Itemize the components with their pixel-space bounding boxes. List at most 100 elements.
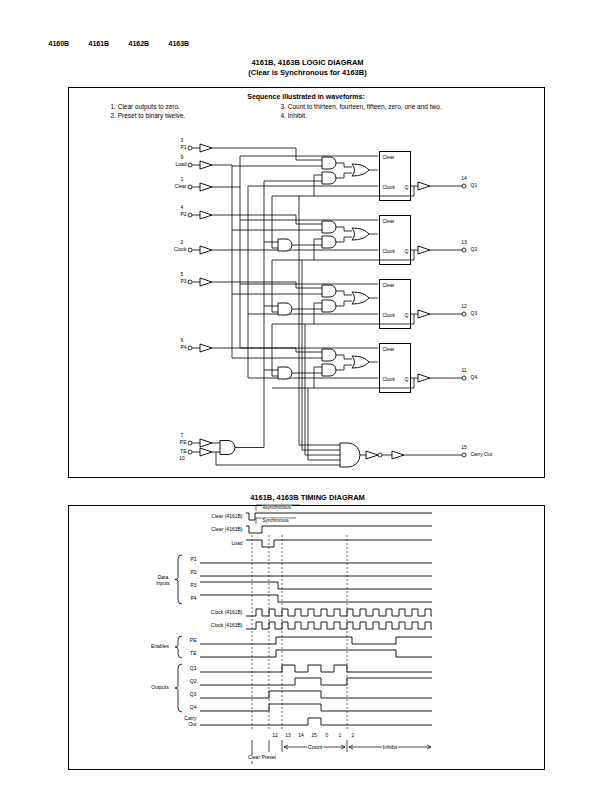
pin-label: Clear	[174, 184, 187, 190]
timing-label: Synchronous	[262, 519, 289, 524]
pin-circle	[188, 280, 192, 284]
pin-label: Q3	[470, 311, 478, 317]
pin-label: 13	[461, 240, 468, 246]
flip-flop-pin: Clock	[382, 377, 396, 383]
part-number: 4162B	[128, 40, 150, 48]
diagram-frame: 4161B, 4163B TIMING DIAGRAM	[68, 505, 545, 770]
diagram-title: 4161B, 4163B TIMING DIAGRAM	[250, 494, 366, 502]
time-marker	[347, 535, 348, 730]
brace	[175, 636, 182, 658]
time-marker	[269, 535, 270, 730]
pin-circle	[188, 346, 192, 350]
flip-flop-box: ClearClock Q	[379, 151, 411, 201]
timing-label: P1	[190, 557, 197, 563]
pin-label: 10	[179, 456, 186, 462]
flip-flop-pin: Clock	[382, 313, 396, 319]
part-number: 4161B	[88, 40, 110, 48]
brace	[175, 664, 182, 712]
timing-label: Q4	[189, 705, 197, 711]
flip-flop-pin: Clock	[382, 249, 396, 255]
timing-label: TE	[190, 651, 197, 657]
pin-circle	[462, 376, 466, 380]
waveform	[200, 595, 432, 602]
time-marker	[252, 535, 253, 730]
pin-label: 5	[180, 272, 184, 278]
timing-label: P4	[190, 596, 197, 602]
pin-circle	[462, 453, 466, 457]
flip-flop-pin: Q	[404, 185, 409, 191]
timing-label: Enables	[150, 644, 169, 650]
pin-circle	[188, 146, 192, 150]
timing-label: P2	[190, 570, 197, 576]
pin-label: 15	[461, 445, 468, 451]
pin-label: PE	[179, 440, 187, 446]
timing-label: Load	[231, 541, 243, 547]
waveform	[200, 678, 432, 685]
waveform	[200, 718, 432, 725]
pin-label: 4	[180, 205, 184, 211]
pin-circle	[188, 213, 192, 217]
pin-circle	[378, 453, 382, 457]
pin-label: 1	[180, 177, 184, 183]
timing-label: PE	[189, 638, 197, 644]
timing-label: 2	[351, 733, 355, 739]
pin-label: 11	[461, 368, 467, 374]
timing-label: 12	[272, 733, 279, 739]
sequence-note: 3. Count to thirteen, fourteen, fifteen,…	[280, 103, 442, 110]
timing-label: P3	[190, 583, 197, 589]
time-marker	[282, 535, 283, 730]
timing-label: Clock (4163B)	[210, 623, 243, 629]
diagram-title: (Clear is Synchronous for 4163B)	[248, 69, 367, 77]
flip-flop-pin: Clear	[382, 283, 395, 289]
waveform	[200, 691, 432, 698]
timing-label: 13	[285, 733, 292, 739]
timing-label: Carry Out	[178, 716, 197, 727]
waveform	[200, 665, 432, 672]
waveform	[200, 576, 432, 577]
diagram-frame: 4161B, 4163B LOGIC DIAGRAM(Clear is Sync…	[68, 87, 545, 478]
timing-label: Data Inputs	[152, 575, 175, 586]
timing-label: 15	[311, 733, 318, 739]
sequence-note: 1. Clear outputs to zero.	[110, 103, 180, 110]
pin-label: Q1	[470, 183, 478, 189]
flip-flop-pin: Clear	[382, 155, 395, 161]
diagram-title: 4161B, 4163B LOGIC DIAGRAM	[251, 59, 364, 67]
waveform	[246, 609, 432, 616]
timing-label: Q3	[189, 692, 197, 698]
timing-label: Inhibit	[382, 744, 398, 750]
pin-label: 12	[461, 304, 468, 310]
pin-label: 3	[180, 138, 184, 144]
pin-label: P1	[180, 145, 187, 151]
pin-circle	[188, 185, 192, 189]
pin-circle	[188, 441, 192, 445]
pin-circle	[462, 312, 466, 316]
timing-label: Clear Preset	[248, 755, 277, 761]
pin-label: Carry Out	[470, 452, 493, 458]
timing-label: Q1	[189, 666, 197, 672]
pin-label: 9	[180, 155, 184, 161]
sequence-note: Sequence illustrated in waveforms:	[247, 93, 365, 101]
timing-label: 0	[325, 733, 329, 739]
timing-label: 1	[338, 733, 342, 739]
pin-circle	[188, 450, 192, 454]
flip-flop-pin: Clear	[382, 347, 395, 353]
pin-label: P2	[180, 212, 187, 218]
part-number: 4160B	[48, 40, 70, 48]
flip-flop-pin: Clock	[382, 185, 396, 191]
logic-gate	[200, 144, 430, 467]
waveform	[200, 582, 432, 589]
waveform	[200, 637, 432, 644]
flip-flop-box: ClearClockQ	[379, 215, 411, 265]
waveform	[246, 622, 432, 629]
pin-label: 2	[180, 240, 184, 246]
sequence-note: 2. Preset to binary twelve.	[110, 112, 186, 119]
timing-label: Clear (4161B)	[211, 514, 243, 520]
flip-flop-pin: Q	[404, 313, 409, 319]
sequence-note: 4. Inhibit.	[280, 112, 307, 119]
pin-label: P3	[180, 279, 187, 285]
waveform	[200, 704, 432, 711]
pin-circle	[462, 184, 466, 188]
pin-label: 14	[461, 176, 468, 182]
waveform	[246, 526, 432, 533]
